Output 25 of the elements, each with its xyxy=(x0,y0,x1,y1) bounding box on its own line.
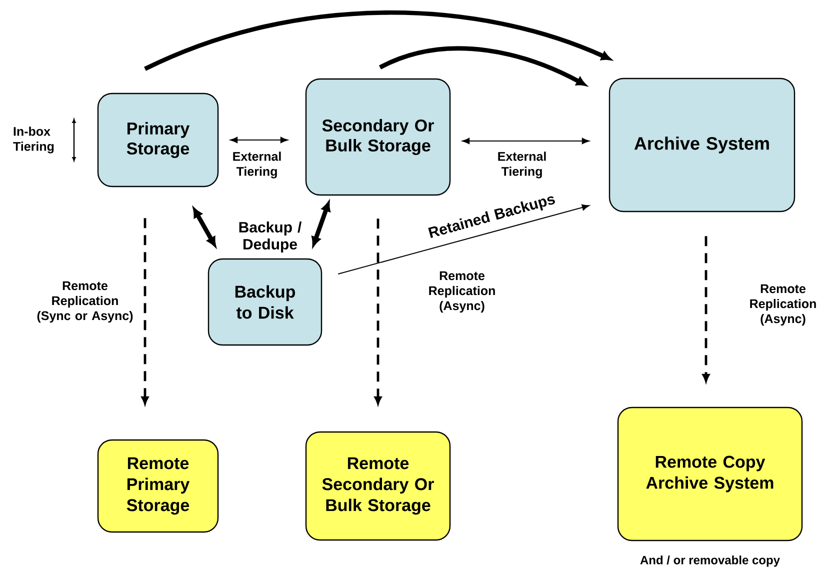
arrow xyxy=(374,218,382,404)
arrow xyxy=(193,208,216,247)
storage-box: Remote Copy Archive System xyxy=(617,406,803,542)
storage-box: Archive System xyxy=(608,78,796,212)
storage-box: Backup to Disk xyxy=(208,258,322,346)
arrow xyxy=(312,202,330,246)
edge-label: Backup / Dedupe xyxy=(239,222,302,252)
edge-label: Remote Replication (Async) xyxy=(429,271,495,313)
arrow xyxy=(379,46,586,86)
edge-label: Remote Replication (Async) xyxy=(750,284,816,326)
node-label: And / or removable copy xyxy=(640,556,780,567)
arrow xyxy=(462,138,590,144)
tiering-label: In-box Tiering xyxy=(13,126,54,154)
storage-box: Secondary Or Bulk Storage xyxy=(305,78,451,196)
arrow xyxy=(230,136,288,144)
edge-label: Remote Replication (Sync or Async) xyxy=(37,281,133,323)
arrow xyxy=(144,10,611,71)
edge-label: External Tiering xyxy=(233,152,281,178)
storage-box: Primary Storage xyxy=(97,92,219,188)
arrow xyxy=(702,236,710,382)
storage-box: Remote Primary Storage xyxy=(97,439,219,533)
arrow xyxy=(338,204,590,274)
edge-label: External Tiering xyxy=(498,152,546,178)
arrow xyxy=(141,218,149,404)
storage-box: Remote Secondary Or Bulk Storage xyxy=(305,431,451,541)
